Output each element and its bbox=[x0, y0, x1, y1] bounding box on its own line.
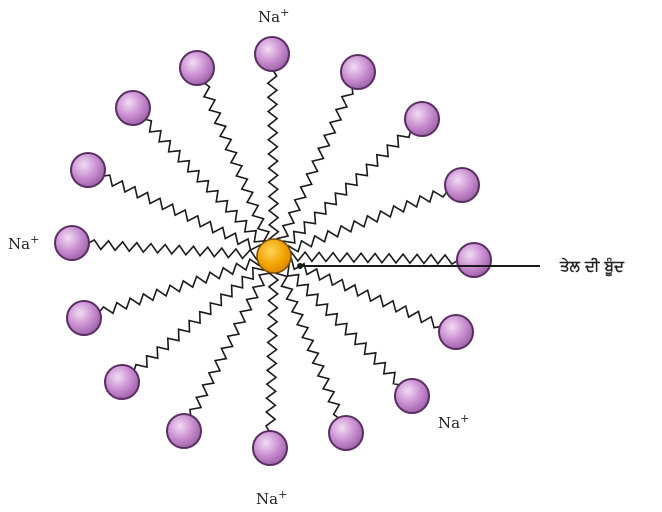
polar-head bbox=[252, 430, 288, 466]
hydrocarbon-tail bbox=[280, 128, 412, 250]
polar-head bbox=[54, 225, 90, 261]
polar-head bbox=[104, 364, 140, 400]
polar-head bbox=[254, 36, 290, 72]
hydrocarbon-tail bbox=[86, 238, 265, 261]
polar-head bbox=[404, 101, 440, 137]
hydrocarbon-tail bbox=[280, 262, 402, 387]
hydrocarbon-tail bbox=[264, 265, 280, 434]
sodium-ion-label-top: Na+ bbox=[258, 6, 289, 26]
hydrocarbon-tail bbox=[101, 174, 266, 253]
oil-drop-label: ਤੇਲ ਦੀ ਬੂੰਦ bbox=[559, 256, 625, 276]
hydrocarbon-tail bbox=[283, 250, 460, 266]
oil-drop bbox=[256, 238, 292, 274]
polar-head bbox=[328, 415, 364, 451]
hydrocarbon-tail bbox=[202, 81, 271, 248]
sodium-ion-label-bottom: Na+ bbox=[256, 488, 287, 508]
hydrocarbon-tail bbox=[276, 85, 354, 248]
polar-head bbox=[394, 378, 430, 414]
hydrocarbon-tail bbox=[282, 189, 449, 253]
polar-head bbox=[444, 167, 480, 203]
hydrocarbon-tail bbox=[143, 118, 268, 249]
polar-heads bbox=[54, 36, 492, 466]
hydrocarbon-tail bbox=[266, 68, 280, 247]
polar-head bbox=[166, 413, 202, 449]
hydrocarbon-tails bbox=[86, 68, 460, 434]
hydrocarbon-tail bbox=[189, 264, 272, 418]
polar-head bbox=[340, 54, 376, 90]
polar-head bbox=[179, 50, 215, 86]
polar-head bbox=[70, 152, 106, 188]
polar-head bbox=[115, 90, 151, 126]
sodium-ion-label-lower-right: Na+ bbox=[438, 412, 469, 432]
hydrocarbon-tail bbox=[275, 265, 341, 420]
polar-head bbox=[438, 314, 474, 350]
hydrocarbon-tail bbox=[283, 257, 443, 329]
polar-head bbox=[66, 300, 102, 336]
polar-head bbox=[456, 242, 492, 278]
hydrocarbon-tail bbox=[97, 257, 266, 315]
oil-drop-pointer-dot bbox=[297, 263, 303, 269]
sodium-ion-label-left: Na+ bbox=[8, 233, 39, 253]
hydrocarbon-tail bbox=[132, 262, 268, 373]
